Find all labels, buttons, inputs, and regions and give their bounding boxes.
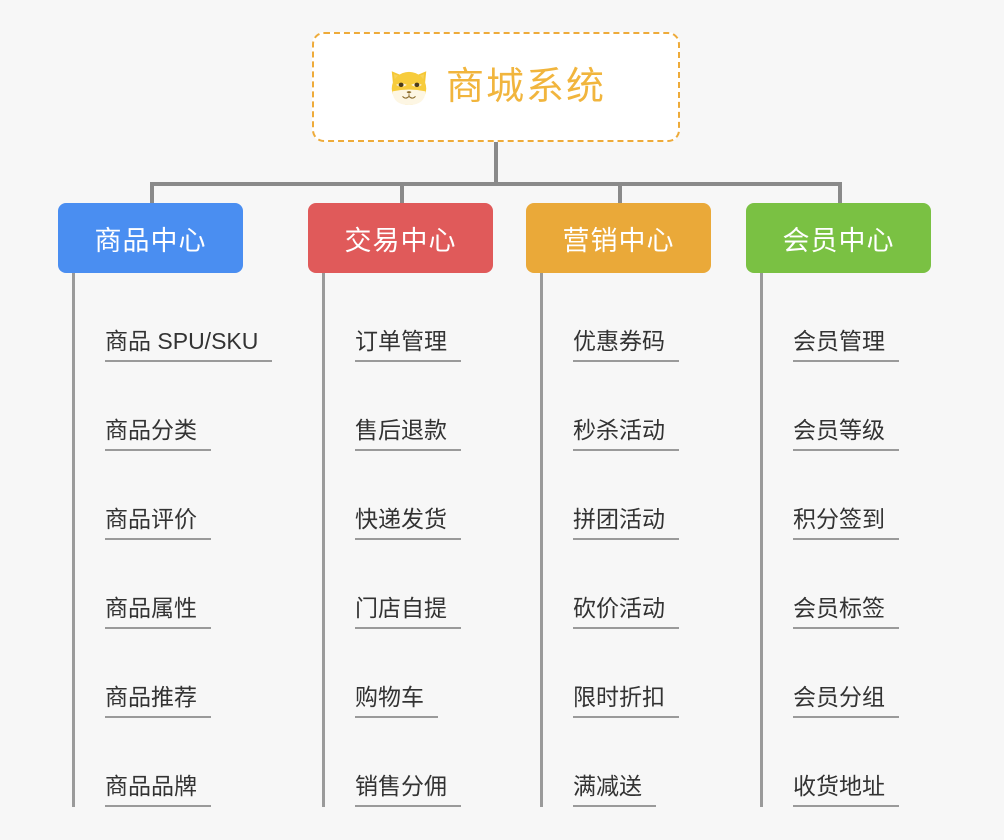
category-header-1[interactable]: 商品中心 [58, 203, 243, 273]
leaf-item-label: 秒杀活动 [573, 417, 679, 451]
leaf-item-label: 拼团活动 [573, 506, 679, 540]
leaf-item-label: 商品分类 [105, 417, 211, 451]
category-header-label: 营销中心 [562, 225, 675, 256]
leaf-item[interactable]: 销售分佣 [325, 718, 493, 807]
leaf-item[interactable]: 会员分组 [763, 629, 931, 718]
category-header-label: 交易中心 [344, 225, 457, 256]
leaf-item[interactable]: 商品属性 [75, 540, 243, 629]
category-header-2[interactable]: 交易中心 [308, 203, 493, 273]
leaf-list-1: 商品 SPU/SKU 商品分类商品评价商品属性商品推荐商品品牌 [72, 273, 273, 807]
drop-line-3 [838, 182, 842, 203]
drop-line-2 [618, 182, 622, 203]
horizontal-bar [150, 182, 842, 186]
leaf-item[interactable]: 拼团活动 [543, 451, 711, 540]
category-column-3: 营销中心优惠券码秒杀活动拼团活动砍价活动限时折扣满减送 [526, 203, 711, 807]
leaf-item[interactable]: 会员等级 [763, 362, 931, 451]
leaf-item-label: 会员等级 [793, 417, 899, 451]
leaf-list-2: 订单管理售后退款快递发货门店自提购物车销售分佣 [322, 273, 493, 807]
leaf-item-label: 商品品牌 [105, 773, 211, 807]
leaf-item[interactable]: 收货地址 [763, 718, 931, 807]
leaf-item[interactable]: 积分签到 [763, 451, 931, 540]
leaf-item-label: 积分签到 [793, 506, 899, 540]
category-column-2: 交易中心订单管理售后退款快递发货门店自提购物车销售分佣 [308, 203, 493, 807]
category-header-3[interactable]: 营销中心 [526, 203, 711, 273]
leaf-item-label: 订单管理 [355, 328, 461, 362]
leaf-item[interactable]: 订单管理 [325, 273, 493, 362]
leaf-item[interactable]: 商品评价 [75, 451, 243, 540]
leaf-item[interactable]: 门店自提 [325, 540, 493, 629]
root-title: 商城系统 [445, 66, 606, 108]
leaf-item-label: 门店自提 [355, 595, 461, 629]
drop-line-0 [150, 182, 154, 203]
leaf-item-label: 商品评价 [105, 506, 211, 540]
leaf-list-3: 优惠券码秒杀活动拼团活动砍价活动限时折扣满减送 [540, 273, 711, 807]
leaf-item-label: 会员管理 [793, 328, 899, 362]
shiba-dog-icon [391, 71, 427, 105]
leaf-item-label: 会员分组 [793, 684, 899, 718]
leaf-item[interactable]: 商品 SPU/SKU [75, 273, 273, 362]
leaf-item[interactable]: 限时折扣 [543, 629, 711, 718]
root-node[interactable]: 商城系统 [312, 32, 680, 142]
leaf-item[interactable]: 商品推荐 [75, 629, 243, 718]
leaf-item-label: 砍价活动 [573, 595, 679, 629]
leaf-item-label: 会员标签 [793, 595, 899, 629]
category-column-1: 商品中心商品 SPU/SKU 商品分类商品评价商品属性商品推荐商品品牌 [58, 203, 273, 807]
leaf-item[interactable]: 快递发货 [325, 451, 493, 540]
leaf-item-label: 优惠券码 [573, 328, 679, 362]
category-column-4: 会员中心会员管理会员等级积分签到会员标签会员分组收货地址 [746, 203, 931, 807]
leaf-item[interactable]: 满减送 [543, 718, 711, 807]
category-header-4[interactable]: 会员中心 [746, 203, 931, 273]
leaf-item-label: 收货地址 [793, 773, 899, 807]
leaf-item[interactable]: 商品分类 [75, 362, 243, 451]
leaf-item[interactable]: 砍价活动 [543, 540, 711, 629]
leaf-item[interactable]: 秒杀活动 [543, 362, 711, 451]
category-header-label: 商品中心 [94, 225, 207, 256]
leaf-item-label: 快递发货 [355, 506, 461, 540]
leaf-item[interactable]: 购物车 [325, 629, 493, 718]
leaf-item-label: 商品属性 [105, 595, 211, 629]
leaf-list-4: 会员管理会员等级积分签到会员标签会员分组收货地址 [760, 273, 931, 807]
leaf-item[interactable]: 会员标签 [763, 540, 931, 629]
leaf-item[interactable]: 优惠券码 [543, 273, 711, 362]
leaf-item-label: 满减送 [573, 773, 656, 807]
leaf-item[interactable]: 会员管理 [763, 273, 931, 362]
leaf-item-label: 售后退款 [355, 417, 461, 451]
category-header-label: 会员中心 [782, 225, 895, 256]
leaf-item-label: 销售分佣 [355, 773, 461, 807]
leaf-item[interactable]: 商品品牌 [75, 718, 243, 807]
root-stem [494, 142, 498, 186]
leaf-item-label: 购物车 [355, 684, 438, 718]
leaf-item-label: 商品 SPU/SKU [105, 328, 273, 362]
leaf-item[interactable]: 售后退款 [325, 362, 493, 451]
drop-line-1 [400, 182, 404, 203]
leaf-item-label: 限时折扣 [573, 684, 679, 718]
leaf-item-label: 商品推荐 [105, 684, 211, 718]
